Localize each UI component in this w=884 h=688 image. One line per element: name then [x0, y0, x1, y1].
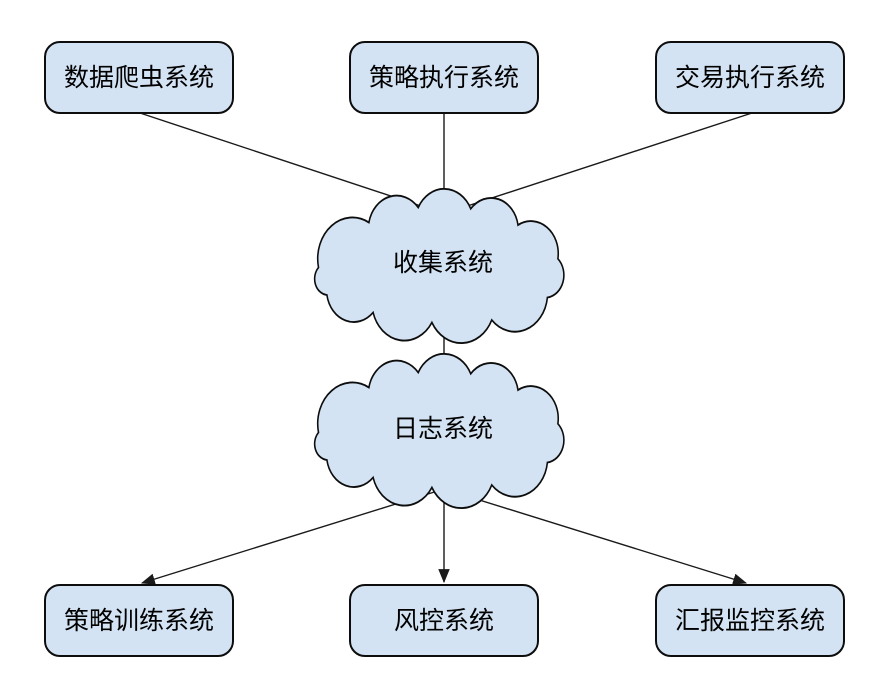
report-monitoring-label: 汇报监控系统 — [675, 607, 825, 635]
edge-logger-to-strategy-train — [140, 488, 445, 585]
risk-control-box — [349, 584, 539, 657]
risk-control-label: 风控系统 — [394, 607, 494, 635]
node-report-monitoring-system: 汇报监控系统 — [655, 584, 845, 657]
trade-execution-box — [655, 41, 845, 114]
edge-trade-exec-to-collector — [450, 112, 753, 213]
node-data-crawler-system: 数据爬虫系统 — [44, 41, 234, 114]
collection-cloud-label: 收集系统 — [393, 249, 493, 277]
node-log-system-cloud: 日志系统 — [313, 352, 565, 510]
data-crawler-box — [44, 41, 234, 114]
strategy-training-box — [44, 584, 234, 657]
node-risk-control-system: 风控系统 — [349, 584, 539, 657]
node-trade-execution-system: 交易执行系统 — [655, 41, 845, 114]
report-monitoring-box — [655, 584, 845, 657]
edges — [139, 112, 753, 585]
edge-logger-to-report-monitor — [443, 488, 748, 585]
strategy-execution-label: 策略执行系统 — [369, 64, 519, 92]
strategy-training-label: 策略训练系统 — [64, 607, 214, 635]
log-cloud-label: 日志系统 — [393, 415, 493, 443]
node-collection-system-cloud: 收集系统 — [313, 187, 565, 345]
node-strategy-training-system: 策略训练系统 — [44, 584, 234, 657]
edge-data-crawler-to-collector — [139, 112, 438, 213]
strategy-execution-box — [349, 41, 539, 114]
trade-execution-label: 交易执行系统 — [675, 64, 825, 92]
data-crawler-label: 数据爬虫系统 — [64, 64, 214, 92]
node-strategy-execution-system: 策略执行系统 — [349, 41, 539, 114]
